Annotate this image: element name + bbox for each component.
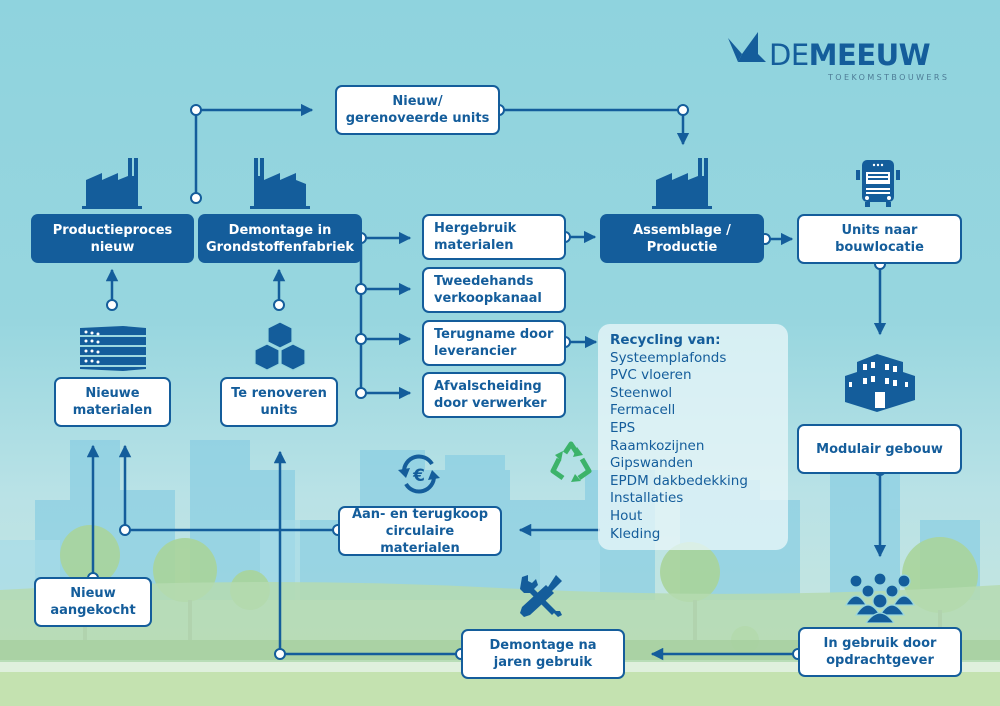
- recycling-item: Gipswanden: [610, 455, 694, 472]
- seagull-logo-icon: [728, 32, 766, 62]
- factory-icon: [82, 158, 142, 209]
- factory-icon: [250, 158, 310, 209]
- node-tweedehands-verkoopkanaal: Tweedehands verkoopkanaal: [422, 267, 566, 313]
- group-icon: [844, 572, 916, 623]
- recycling-item: Hout: [610, 507, 643, 524]
- node-nieuwe-materialen: Nieuwe materialen: [54, 377, 171, 427]
- node-terugname-leverancier: Terugname door leverancier: [422, 320, 566, 366]
- recycle-icon: [550, 441, 592, 482]
- recycling-item: PVC vloeren: [610, 367, 692, 384]
- brand-name: DEMEEUW: [769, 38, 931, 72]
- recycling-item: Systeemplafonds: [610, 349, 727, 366]
- recycling-item: EPS: [610, 419, 636, 436]
- node-nieuw-gerenoveerde-units: Nieuw/ gerenoveerde units: [335, 85, 500, 135]
- recycling-item: EPDM dakbedekking: [610, 472, 748, 489]
- node-assemblage-productie: Assemblage / Productie: [600, 214, 764, 263]
- svg-text:€: €: [412, 466, 425, 486]
- truck-icon: [856, 160, 900, 207]
- connector-top-right: [499, 108, 690, 146]
- recycling-item: Raamkozijnen: [610, 437, 705, 454]
- node-te-renoveren-units: Te renoveren units: [220, 377, 338, 427]
- cubes-icon: [254, 321, 306, 371]
- factory-icon: [652, 158, 712, 209]
- recycling-item: Kleding: [610, 525, 661, 542]
- node-nieuw-aangekocht: Nieuw aangekocht: [34, 577, 152, 627]
- euro-cycle-icon: €: [398, 454, 440, 494]
- node-afvalscheiding-verwerker: Afvalscheiding door verwerker: [422, 372, 566, 418]
- recycling-item: Installaties: [610, 490, 684, 507]
- node-hergebruik-materialen: Hergebruik materialen: [422, 214, 566, 260]
- brand-tagline: TOEKOMSTBOUWERS: [828, 73, 950, 82]
- building-icon: [845, 354, 915, 412]
- stacked-panels-icon: [80, 326, 146, 371]
- node-productieproces-nieuw: Productieproces nieuw: [31, 214, 194, 263]
- node-demontage-grondstoffenfabriek: Demontage in Grondstoffenfabriek: [198, 214, 362, 263]
- node-units-naar-bouwlocatie: Units naar bouwlocatie: [797, 214, 962, 264]
- recycling-title: Recycling van:: [610, 332, 721, 348]
- node-aan-terugkoop-circulaire-materialen: Aan- en terugkoop circulaire materialen: [338, 506, 502, 556]
- recycling-item: Steenwol: [610, 384, 673, 401]
- wrench-screwdriver-icon: [520, 575, 562, 617]
- recycling-item: Fermacell: [610, 402, 676, 419]
- node-modulair-gebouw: Modulair gebouw: [797, 424, 962, 474]
- demeeuw-logo: DEMEEUW TOEKOMSTBOUWERS: [724, 28, 947, 82]
- node-demontage-na-jaren-gebruik: Demontage na jaren gebruik: [461, 629, 625, 679]
- node-in-gebruik-opdrachtgever: In gebruik door opdrachtgever: [798, 627, 962, 677]
